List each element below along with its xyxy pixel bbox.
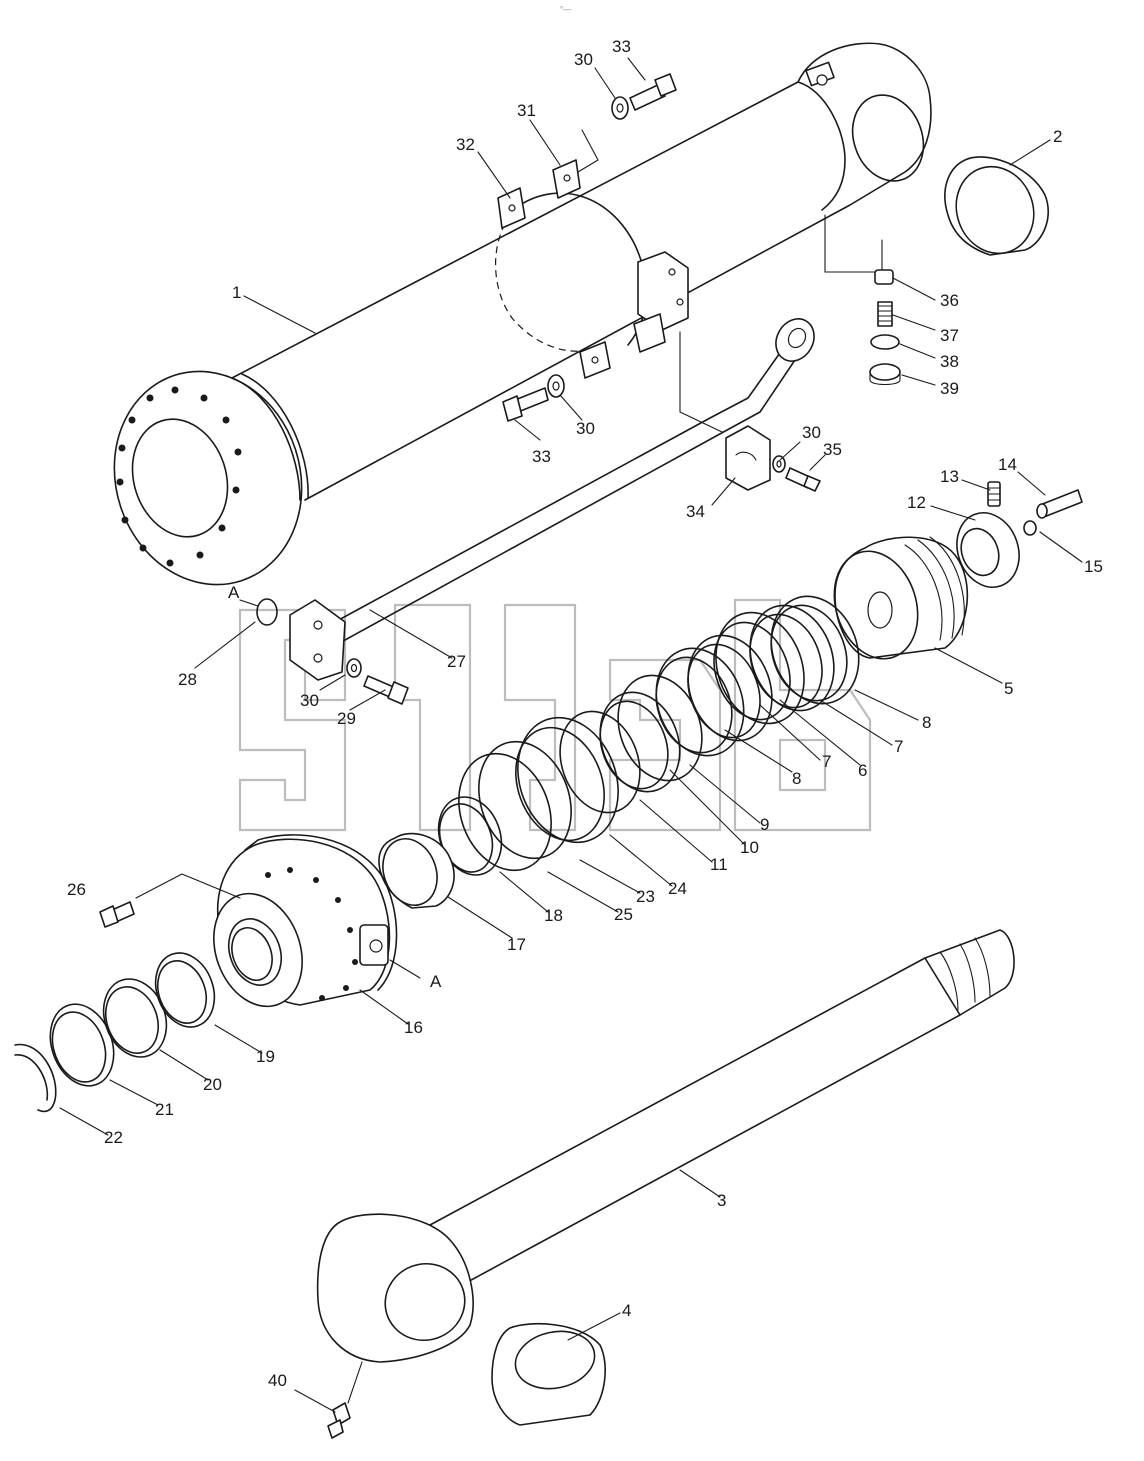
part-23-ring bbox=[478, 740, 572, 860]
part-29-bolt bbox=[363, 675, 409, 705]
label-part-6: 6 bbox=[858, 761, 867, 780]
part-24-ring bbox=[515, 716, 619, 844]
label-part-30-flange: 30 bbox=[300, 691, 319, 710]
part-28-o-ring bbox=[256, 598, 278, 626]
part-6-wear-ring bbox=[713, 611, 805, 725]
label-detail-a-bottom: A bbox=[430, 972, 442, 991]
label-part-30-top: 30 bbox=[574, 50, 593, 69]
label-part-17: 17 bbox=[507, 935, 526, 954]
label-part-20: 20 bbox=[203, 1075, 222, 1094]
label-part-28: 28 bbox=[178, 670, 197, 689]
label-part-33-mid: 33 bbox=[532, 447, 551, 466]
part-11-ring bbox=[559, 710, 641, 814]
part-33-bolt-mid bbox=[502, 387, 549, 422]
part-8-ring-inner bbox=[655, 647, 745, 757]
part-15-ring bbox=[1023, 520, 1037, 536]
head-bolt-holes bbox=[265, 867, 358, 1001]
label-part-27: 27 bbox=[447, 652, 466, 671]
label-part-25: 25 bbox=[614, 905, 633, 924]
label-part-33-top: 33 bbox=[612, 37, 631, 56]
label-part-7-upper: 7 bbox=[894, 737, 903, 756]
part-25-ring bbox=[458, 752, 552, 872]
label-part-1: 1 bbox=[232, 283, 241, 302]
leader-lines bbox=[59, 57, 1083, 1413]
part-30-washer-clamp bbox=[772, 455, 786, 473]
part-1-cylinder-tube bbox=[113, 42, 932, 586]
part-36-39-check-valve bbox=[824, 214, 901, 386]
part-30-washer-flange bbox=[346, 658, 362, 678]
label-part-30-mid: 30 bbox=[576, 419, 595, 438]
part-34-clamp-block bbox=[679, 331, 771, 491]
label-part-26: 26 bbox=[67, 880, 86, 899]
part-5-piston bbox=[833, 536, 969, 660]
label-part-5: 5 bbox=[1004, 679, 1013, 698]
part-3-piston-rod bbox=[316, 929, 1015, 1363]
corner-mark: °— bbox=[560, 5, 571, 14]
label-detail-a-top: A bbox=[228, 583, 240, 602]
part-31-32-clamp-band bbox=[495, 159, 689, 379]
label-part-29: 29 bbox=[337, 709, 356, 728]
part-22-snap-ring bbox=[14, 1043, 57, 1113]
label-part-35: 35 bbox=[823, 440, 842, 459]
label-part-34: 34 bbox=[686, 502, 705, 521]
part-7-ring-outer bbox=[749, 604, 835, 712]
label-part-4: 4 bbox=[622, 1301, 631, 1320]
part-4-bushing bbox=[491, 1322, 606, 1426]
part-27-hydraulic-pipe bbox=[289, 318, 815, 681]
part-21-seal bbox=[49, 1003, 115, 1087]
label-part-18: 18 bbox=[544, 906, 563, 925]
label-part-37: 37 bbox=[940, 326, 959, 345]
part-35-bolt bbox=[785, 467, 821, 492]
part-16-cylinder-head bbox=[213, 834, 398, 1008]
label-part-38: 38 bbox=[940, 352, 959, 371]
part-number-labels: 1 2 3 4 5 6 7 7 8 8 9 10 11 12 13 14 15 … bbox=[67, 37, 1103, 1390]
label-part-30-clamp: 30 bbox=[802, 423, 821, 442]
part-26-bolt bbox=[99, 873, 241, 928]
label-part-13: 13 bbox=[940, 467, 959, 486]
label-part-3: 3 bbox=[717, 1191, 726, 1210]
label-part-10: 10 bbox=[740, 838, 759, 857]
label-part-11: 11 bbox=[710, 855, 728, 874]
label-part-22: 22 bbox=[104, 1128, 123, 1147]
part-30-washer-mid bbox=[547, 374, 565, 398]
label-part-8-upper: 8 bbox=[922, 713, 931, 732]
label-part-15: 15 bbox=[1084, 557, 1103, 576]
label-part-31: 31 bbox=[517, 101, 536, 120]
part-12-nut bbox=[956, 512, 1020, 588]
label-part-40: 40 bbox=[268, 1371, 287, 1390]
label-part-19: 19 bbox=[256, 1047, 275, 1066]
label-part-9: 9 bbox=[760, 815, 769, 834]
part-10-ring bbox=[599, 691, 681, 793]
part-40-grease-nipple bbox=[327, 1361, 363, 1439]
label-part-21: 21 bbox=[155, 1100, 174, 1119]
part-2-bushing bbox=[944, 156, 1050, 256]
flange-bolt-holes bbox=[116, 386, 242, 567]
label-part-14: 14 bbox=[998, 455, 1017, 474]
label-part-8-lower: 8 bbox=[792, 769, 801, 788]
label-part-16: 16 bbox=[404, 1018, 423, 1037]
label-part-7-lower: 7 bbox=[822, 752, 831, 771]
part-13-setscrew bbox=[987, 481, 1001, 507]
part-14-pin bbox=[1036, 489, 1083, 519]
label-part-2: 2 bbox=[1053, 127, 1062, 146]
label-part-39: 39 bbox=[940, 379, 959, 398]
label-part-32: 32 bbox=[456, 135, 475, 154]
label-part-23: 23 bbox=[636, 887, 655, 906]
label-part-24: 24 bbox=[668, 879, 687, 898]
label-part-36: 36 bbox=[940, 291, 959, 310]
part-30-washer-top bbox=[611, 96, 629, 120]
part-17-bushing bbox=[378, 832, 455, 909]
part-33-bolt-top bbox=[629, 73, 677, 111]
label-part-12: 12 bbox=[907, 493, 926, 512]
